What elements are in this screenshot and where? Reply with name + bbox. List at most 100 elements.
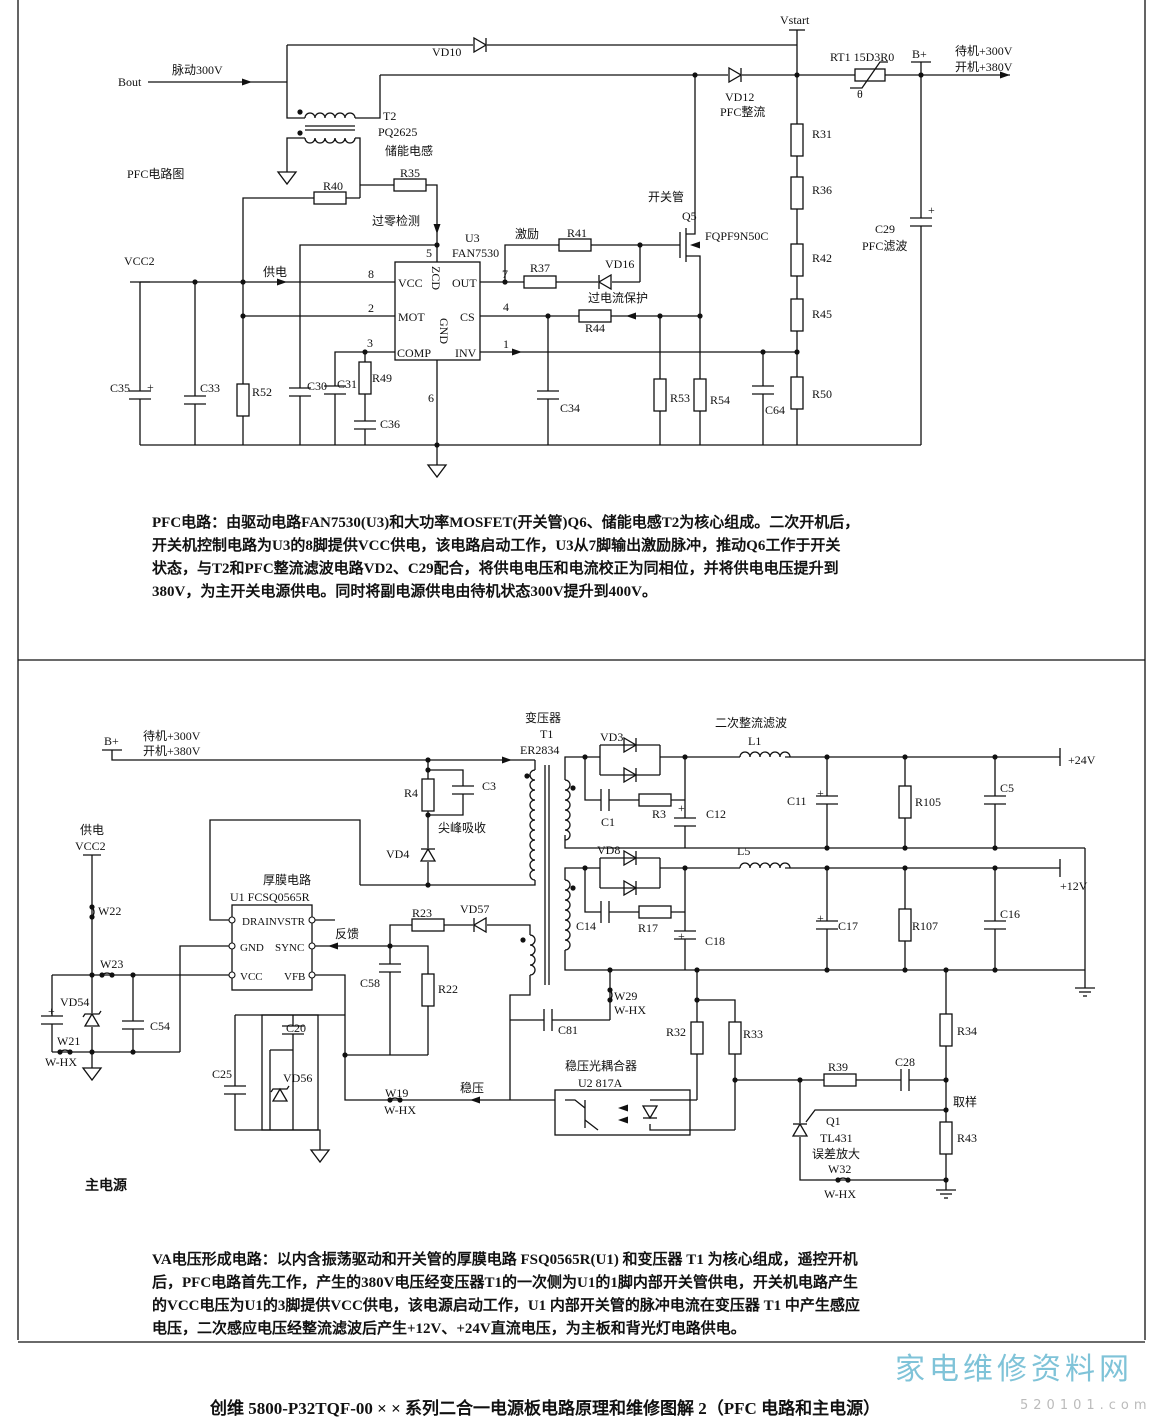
label-t2desc: 储能电感 — [385, 143, 433, 158]
resistor — [790, 298, 804, 332]
label-thickfilm: 厚膜电路 — [263, 872, 311, 887]
capacitor — [39, 1015, 65, 1025]
label-c29desc: PFC滤波 — [862, 239, 907, 253]
diode-triangle — [791, 1122, 809, 1137]
label-u1: U1 FCSQ0565R — [230, 890, 310, 904]
wire — [509, 975, 531, 1100]
c20-vd56-box — [261, 1014, 319, 1131]
arrow-head — [328, 942, 338, 950]
capacitor — [377, 963, 403, 973]
label-t1: T1 — [540, 727, 553, 741]
label-q1: Q1 — [826, 1114, 841, 1128]
label-vd4: VD4 — [386, 847, 409, 861]
diode-bar — [82, 1010, 102, 1018]
wire — [315, 924, 531, 947]
arrow-icon — [502, 756, 512, 764]
wire — [390, 945, 429, 1055]
capacitor — [287, 387, 313, 397]
thermistor — [854, 68, 886, 82]
resistor — [898, 785, 912, 819]
wire — [242, 197, 360, 445]
capacitor-gap — [601, 787, 609, 813]
capacitor — [672, 930, 698, 940]
capacitor-gap — [908, 218, 934, 226]
label-c58: C58 — [360, 976, 380, 990]
label-whx2: W-HX — [384, 1103, 416, 1117]
junction-dot — [760, 349, 766, 355]
wire — [360, 184, 438, 262]
junction-dot — [694, 967, 700, 973]
label-poweron: 开机+380V — [143, 744, 201, 758]
label-l1: L1 — [748, 734, 761, 748]
diode-icon — [641, 1105, 659, 1120]
capacitor — [182, 395, 208, 405]
pfc-description: PFC电路：由驱动电路FAN7530(U3)和大功率MOSFET(开关管)Q6、… — [152, 512, 859, 604]
label-vcc2: VCC2 — [124, 254, 155, 268]
capacitor — [322, 385, 348, 395]
label-c35: C35 — [110, 381, 130, 395]
diode-triangle — [728, 66, 743, 84]
resistor — [693, 378, 707, 412]
label-r45: R45 — [812, 307, 832, 321]
resistor — [313, 191, 347, 205]
capacitor — [982, 795, 1008, 805]
resistor — [898, 908, 912, 942]
label-r49: R49 — [372, 371, 392, 385]
label-vd10: VD10 — [432, 45, 461, 59]
junction-dot — [582, 865, 588, 871]
pin — [308, 971, 316, 979]
label-u2: U2 817A — [578, 1076, 623, 1090]
label-r107: R107 — [912, 919, 938, 933]
wire — [286, 137, 305, 172]
arrow-head — [470, 1096, 480, 1104]
wire — [564, 835, 1085, 849]
resistor — [638, 905, 672, 919]
label-n7: 7 — [502, 267, 508, 281]
label-fqpf: FQPF9N50C — [705, 229, 768, 243]
label-opto: 稳压光耦合器 — [565, 1058, 637, 1073]
main-psu-description: VA电压形成电路：以内含振荡驱动和开关管的厚膜电路 FSQ0565R(U1) 和… — [152, 1249, 860, 1341]
resistor — [421, 778, 435, 812]
capacitor — [982, 920, 1008, 930]
junction-dot — [425, 882, 431, 888]
capacitor — [543, 1007, 553, 1033]
inductor-coil — [739, 862, 791, 869]
resistor — [939, 1121, 953, 1155]
junction-dot — [582, 754, 588, 760]
label-c5: C5 — [1000, 781, 1014, 795]
label-pzcd: ZCD — [429, 266, 443, 290]
label-pmot: MOT — [398, 310, 425, 324]
arrow-head — [502, 756, 512, 764]
label-rectfilter: 二次整流滤波 — [715, 715, 787, 730]
label-feedback: 反馈 — [335, 927, 359, 941]
optocoupler — [554, 1089, 691, 1136]
diode-icon — [597, 273, 612, 291]
capacitor-gap — [222, 1086, 248, 1094]
resistor — [790, 123, 804, 157]
label-whx3: W-HX — [614, 1003, 646, 1017]
label-pdrain: DRAINVSTR — [242, 916, 306, 928]
description-line: 380V，为主开关电源供电。同时将副电源供电由待机状态300V提升到400V。 — [152, 584, 658, 600]
label-r36: R36 — [812, 183, 832, 197]
label-r41: R41 — [567, 226, 587, 240]
capacitor — [535, 390, 561, 400]
label-r50: R50 — [812, 387, 832, 401]
resistor — [690, 1021, 704, 1055]
label-pq2625: PQ2625 — [378, 125, 417, 139]
label-vcc2: VCC2 — [75, 839, 106, 853]
capacitor — [908, 217, 934, 227]
capacitor — [900, 1067, 910, 1093]
resistor — [421, 973, 435, 1007]
label-excite: 激励 — [515, 227, 539, 241]
label-c33: C33 — [200, 381, 220, 395]
wire — [299, 244, 437, 445]
label-pvcc: VCC — [240, 971, 263, 983]
u1-chip — [231, 904, 313, 991]
junction-dot — [89, 1049, 95, 1055]
capacitor-gap — [672, 818, 698, 826]
label-pinv: INV — [455, 346, 477, 360]
resistor — [790, 376, 804, 410]
label-supply: 供电 — [263, 265, 287, 279]
label-pout: OUT — [452, 276, 477, 290]
capacitor-gap — [450, 786, 476, 794]
